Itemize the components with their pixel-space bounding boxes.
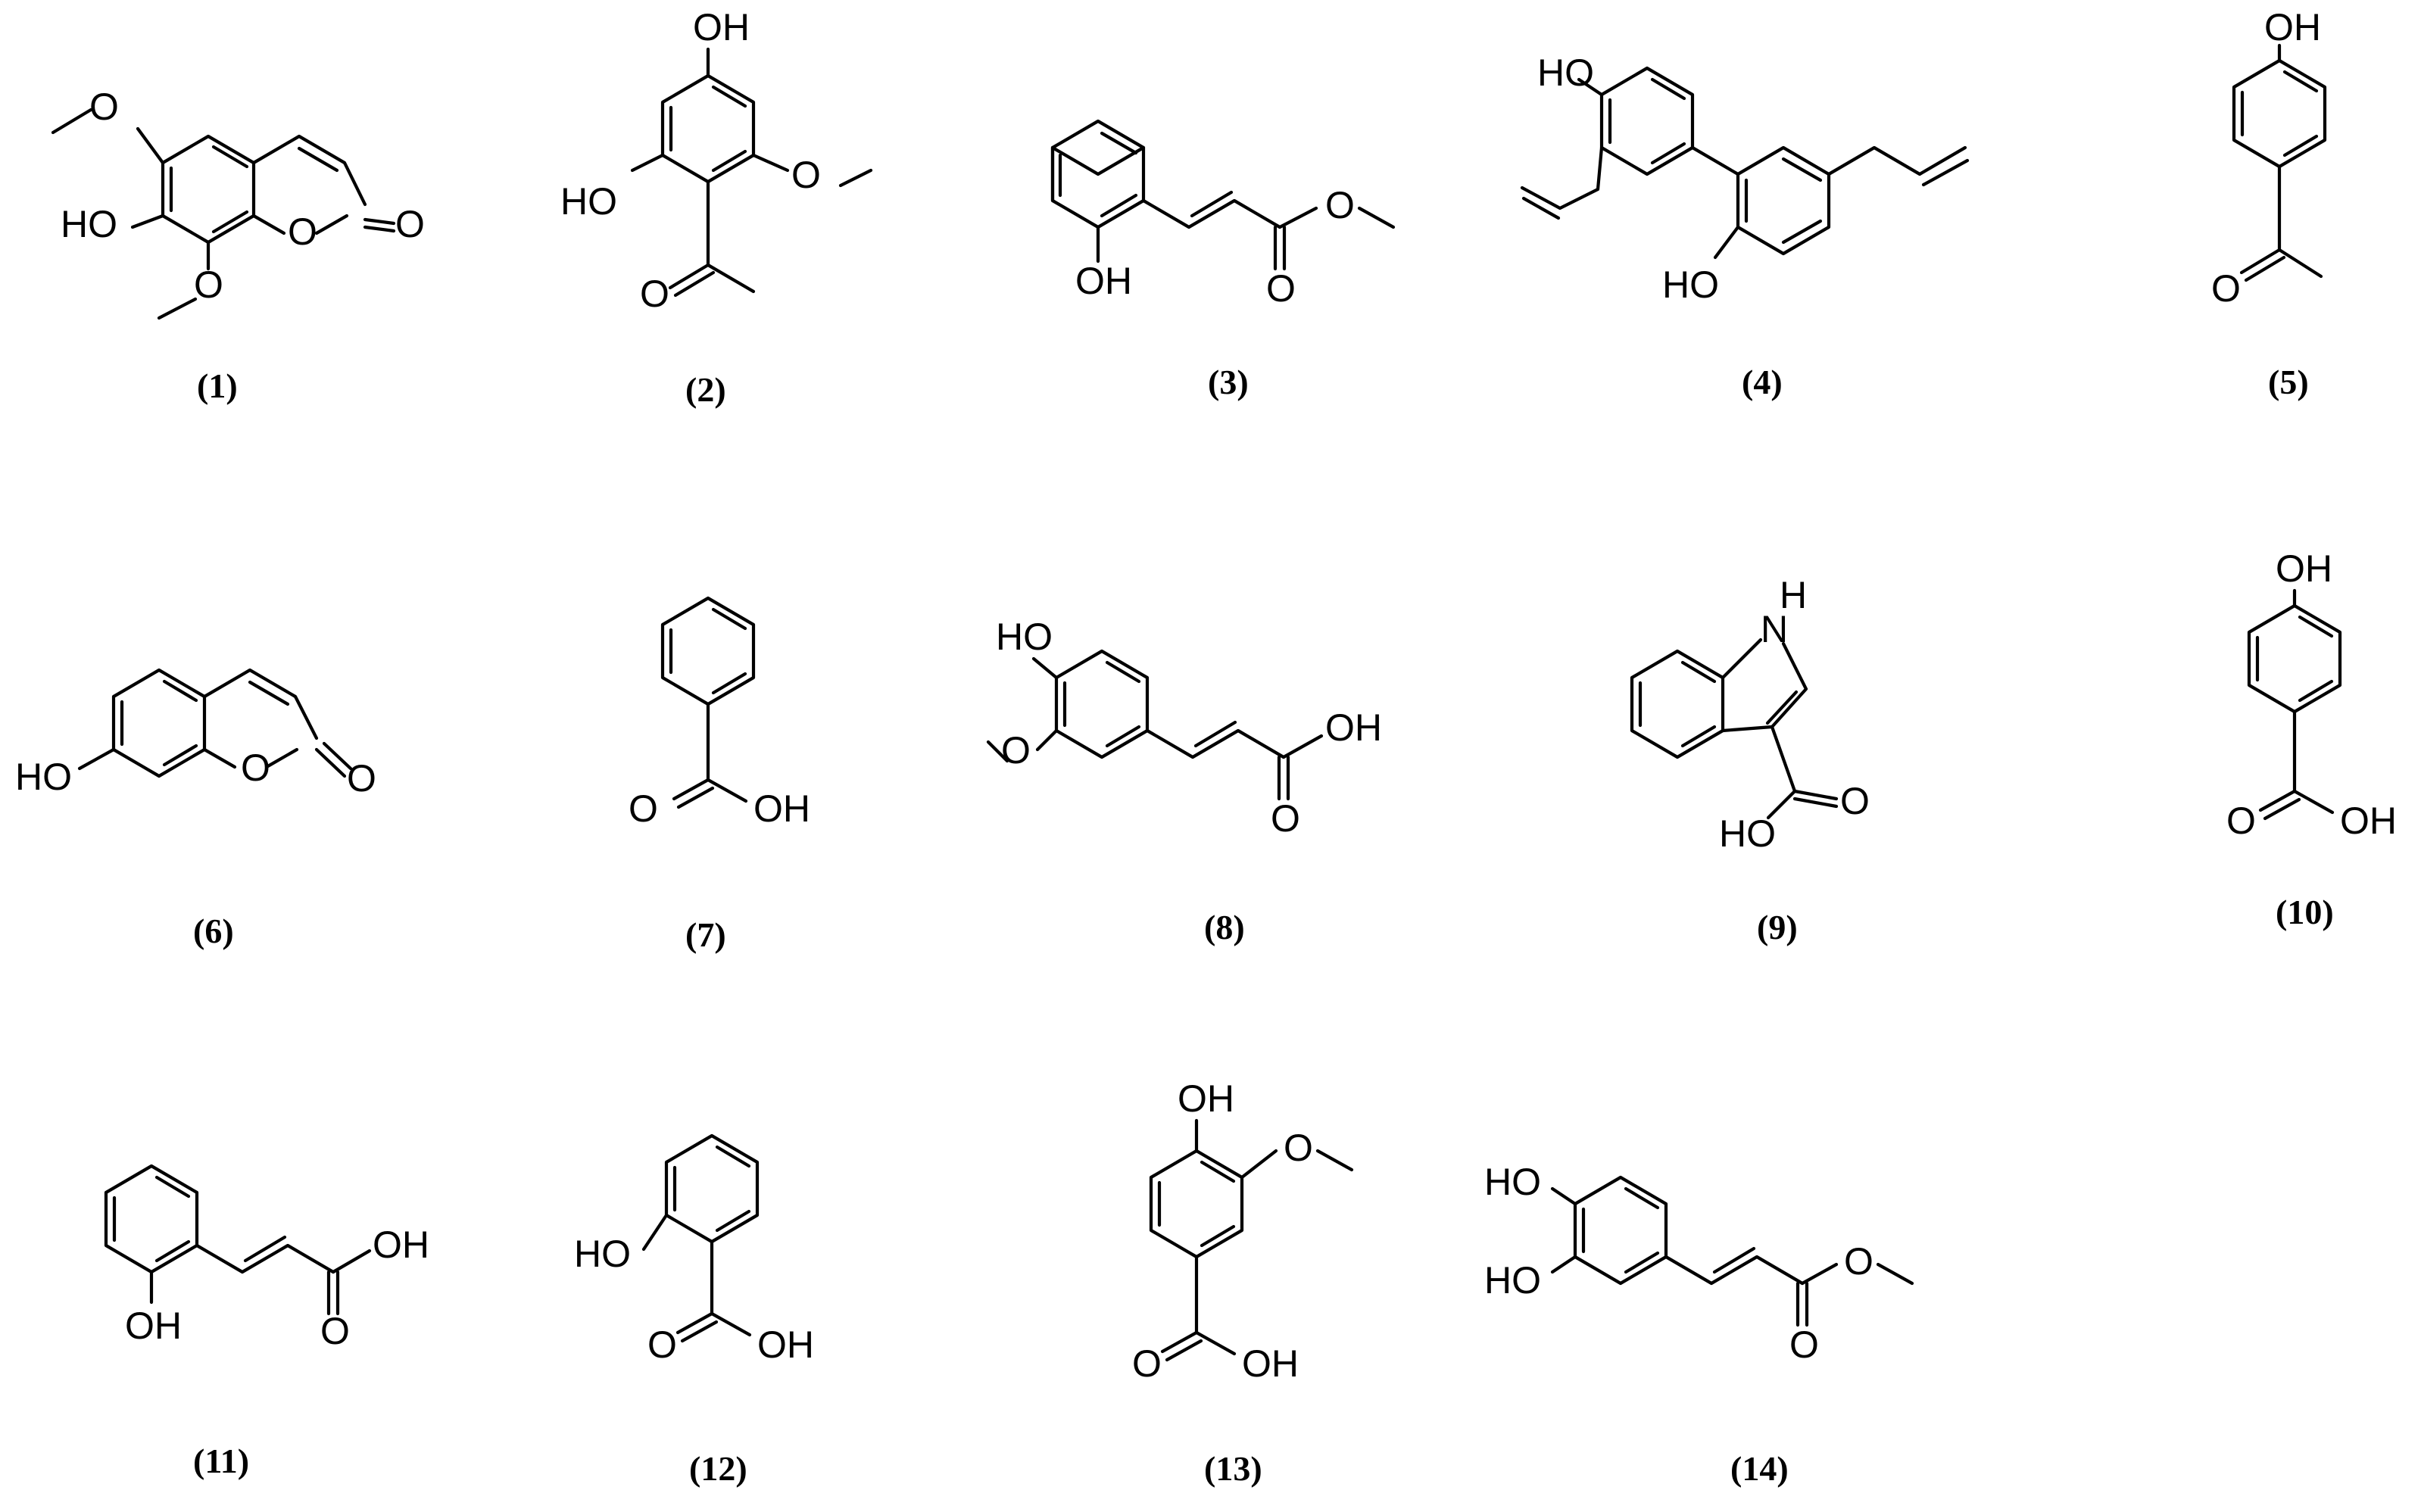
structure-4: HO HO (4) <box>1520 51 1970 401</box>
atom-o: O <box>629 787 658 830</box>
atom-oh: OH <box>373 1224 429 1266</box>
atom-o: O <box>1266 267 1296 310</box>
atom-ho: HO <box>560 180 617 223</box>
atom-ho: HO <box>1484 1161 1541 1203</box>
atom-ho: HO <box>15 756 72 798</box>
atom-o: O <box>89 86 119 128</box>
compound-label: (2) <box>685 370 726 409</box>
compound-label: (1) <box>197 366 238 405</box>
structure-7: O OH (7) <box>629 596 810 954</box>
atom-h: H <box>1780 574 1807 616</box>
compound-label: (8) <box>1204 908 1245 946</box>
compound-label: (12) <box>689 1449 747 1488</box>
structure-13: OH O O OH (13) <box>1132 1077 1354 1488</box>
atom-o: O <box>647 1323 677 1366</box>
compound-label: (14) <box>1730 1449 1789 1488</box>
atom-oh: OH <box>125 1305 182 1347</box>
atom-oh: OH <box>2264 6 2321 48</box>
compound-label: (6) <box>193 912 234 950</box>
atom-oh: OH <box>693 6 750 48</box>
compound-label: (4) <box>1742 363 1783 401</box>
structure-9: H N O HO (9) <box>1630 574 1870 946</box>
structure-10: OH O OH (10) <box>2226 547 2397 931</box>
atom-ho: HO <box>1719 812 1776 855</box>
atom-o: O <box>194 263 223 306</box>
compound-label: (10) <box>2276 893 2334 931</box>
atom-o: O <box>1284 1127 1313 1169</box>
atom-o: O <box>320 1310 350 1352</box>
compound-label: (13) <box>1204 1449 1262 1488</box>
atom-n: N <box>1761 608 1788 650</box>
atom-ho: HO <box>996 616 1053 658</box>
compound-label: (11) <box>193 1442 249 1480</box>
atom-ho: HO <box>1662 263 1719 306</box>
atom-o: O <box>1271 797 1300 840</box>
atom-o: O <box>2211 267 2241 310</box>
structure-14: HO HO O O (14) <box>1484 1161 1914 1488</box>
structure-11: OH OH O (11) <box>104 1164 429 1480</box>
atom-oh: OH <box>2276 547 2332 590</box>
structure-2: OH HO O O (2) <box>560 6 873 409</box>
structure-6: HO O O (6) <box>15 668 376 950</box>
structure-3: OH O O (3) <box>1050 119 1396 401</box>
compound-label: (9) <box>1757 908 1798 946</box>
atom-oh: OH <box>1242 1342 1299 1385</box>
atom-o: O <box>1132 1342 1162 1385</box>
atom-o: O <box>288 210 317 253</box>
atom-ho: HO <box>574 1233 631 1275</box>
atom-o: O <box>1325 184 1355 226</box>
compound-label: (5) <box>2268 363 2309 401</box>
atom-o: O <box>1789 1323 1819 1366</box>
structure-1: O HO O O O (1) <box>51 86 425 405</box>
atom-oh: OH <box>1178 1077 1234 1120</box>
atom-oh: OH <box>757 1323 814 1366</box>
atom-oh: OH <box>753 787 810 830</box>
compound-label: (3) <box>1208 363 1249 401</box>
atom-o: O <box>347 757 376 800</box>
atom-o: O <box>1840 780 1870 822</box>
atom-ho: HO <box>61 203 117 245</box>
atom-oh: OH <box>1325 706 1382 749</box>
atom-o: O <box>791 154 821 196</box>
structure-8: HO O OH O (8) <box>986 616 1382 946</box>
compound-label: (7) <box>685 915 726 954</box>
atom-o: O <box>241 747 270 789</box>
atom-o: O <box>2226 800 2256 842</box>
atom-ho: HO <box>1484 1259 1541 1302</box>
atom-o: O <box>1844 1240 1873 1283</box>
atom-o: O <box>1001 729 1031 772</box>
atom-oh: OH <box>1075 260 1132 302</box>
atom-oh: OH <box>2340 800 2397 842</box>
structure-12: HO O OH (12) <box>574 1133 814 1488</box>
atom-ho: HO <box>1537 51 1594 94</box>
structure-5: OH O (5) <box>2211 6 2327 401</box>
atom-o: O <box>395 203 425 245</box>
atom-o: O <box>640 273 669 315</box>
